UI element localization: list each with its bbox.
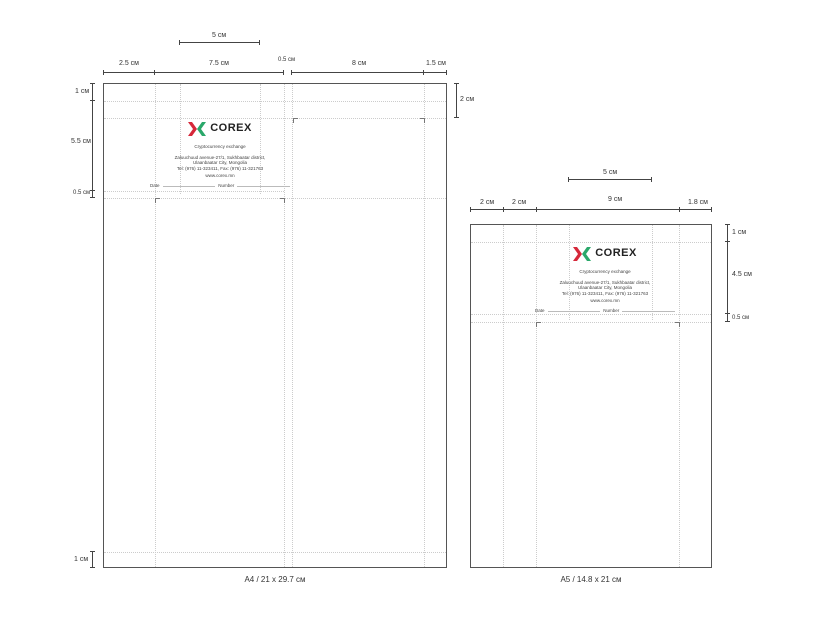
- date-label: Date: [150, 182, 160, 188]
- a5-page: COREX Cryptocurrency exchange Zaluuchuud…: [470, 224, 712, 568]
- a5-left-label: 2 см: [480, 199, 495, 206]
- a4-col1-label: 7.5 см: [209, 60, 229, 67]
- corex-x-icon: [188, 122, 207, 136]
- corex-logo: COREX: [535, 247, 675, 261]
- a4-top-right-label: 2 см: [460, 96, 475, 103]
- tagline: Cryptocurrency exchange: [194, 144, 246, 149]
- a4-right-margin-label: 1.5 см: [426, 60, 446, 67]
- address-line: Zaluuchuud avenue-27/1, Sukhbaatar distr…: [174, 154, 266, 160]
- a5-after-header-label: 0.5 см: [732, 315, 750, 321]
- a4-gap-label: 0.5 см: [278, 57, 296, 63]
- number-label: Number: [603, 307, 620, 313]
- website: www.corex.mn: [590, 298, 620, 303]
- address-line: Zaluuchuud avenue-27/1, Sukhbaatar distr…: [559, 279, 651, 285]
- a4-left-margin-label: 2.5 см: [119, 60, 139, 67]
- a5-left2-label: 2 см: [512, 199, 527, 206]
- address-line: Ulaanbaatar City, Mongolia: [578, 285, 632, 290]
- a4-caption: A4 / 21 x 29.7 см: [244, 575, 306, 584]
- tagline: Cryptocurrency exchange: [579, 269, 631, 274]
- a4-bottom-margin-label: 1 см: [74, 556, 89, 563]
- a4-header-height-label: 5.5 см: [71, 138, 91, 145]
- a5-col-label: 9 см: [608, 196, 623, 203]
- address-line: Ulaanbaatar City, Mongolia: [193, 160, 247, 165]
- a5-letterhead: COREX Cryptocurrency exchange Zaluuchuud…: [535, 247, 675, 313]
- a5-right-label: 1.8 см: [688, 199, 708, 206]
- date-label: Date: [535, 307, 545, 313]
- a4-top-margin-label: 1 см: [75, 88, 90, 95]
- a5-logo-width-label: 5 см: [603, 169, 618, 176]
- a4-letterhead: COREX Cryptocurrency exchange Zaluuchuud…: [150, 122, 290, 188]
- corex-x-icon: [573, 247, 592, 261]
- a4-col2-label: 8 см: [352, 60, 367, 67]
- a5-top-label: 1 см: [732, 229, 747, 236]
- a4-page: COREX Cryptocurrency exchange Zaluuchuud…: [103, 83, 447, 568]
- a4-logo-width-label: 5 см: [212, 32, 227, 39]
- a5-caption: A5 / 14.8 x 21 см: [560, 575, 622, 584]
- number-label: Number: [218, 182, 235, 188]
- phone-fax: Tel: (976) 11-323411, Fax: (976) 11-3217…: [176, 165, 264, 171]
- phone-fax: Tel: (976) 11-323411, Fax: (976) 11-3217…: [561, 290, 649, 296]
- corex-logo: COREX: [150, 122, 290, 136]
- a5-header-label: 4.5 см: [732, 271, 752, 278]
- a4-after-header-label: 0.5 см: [73, 190, 91, 196]
- website: www.corex.mn: [205, 173, 235, 178]
